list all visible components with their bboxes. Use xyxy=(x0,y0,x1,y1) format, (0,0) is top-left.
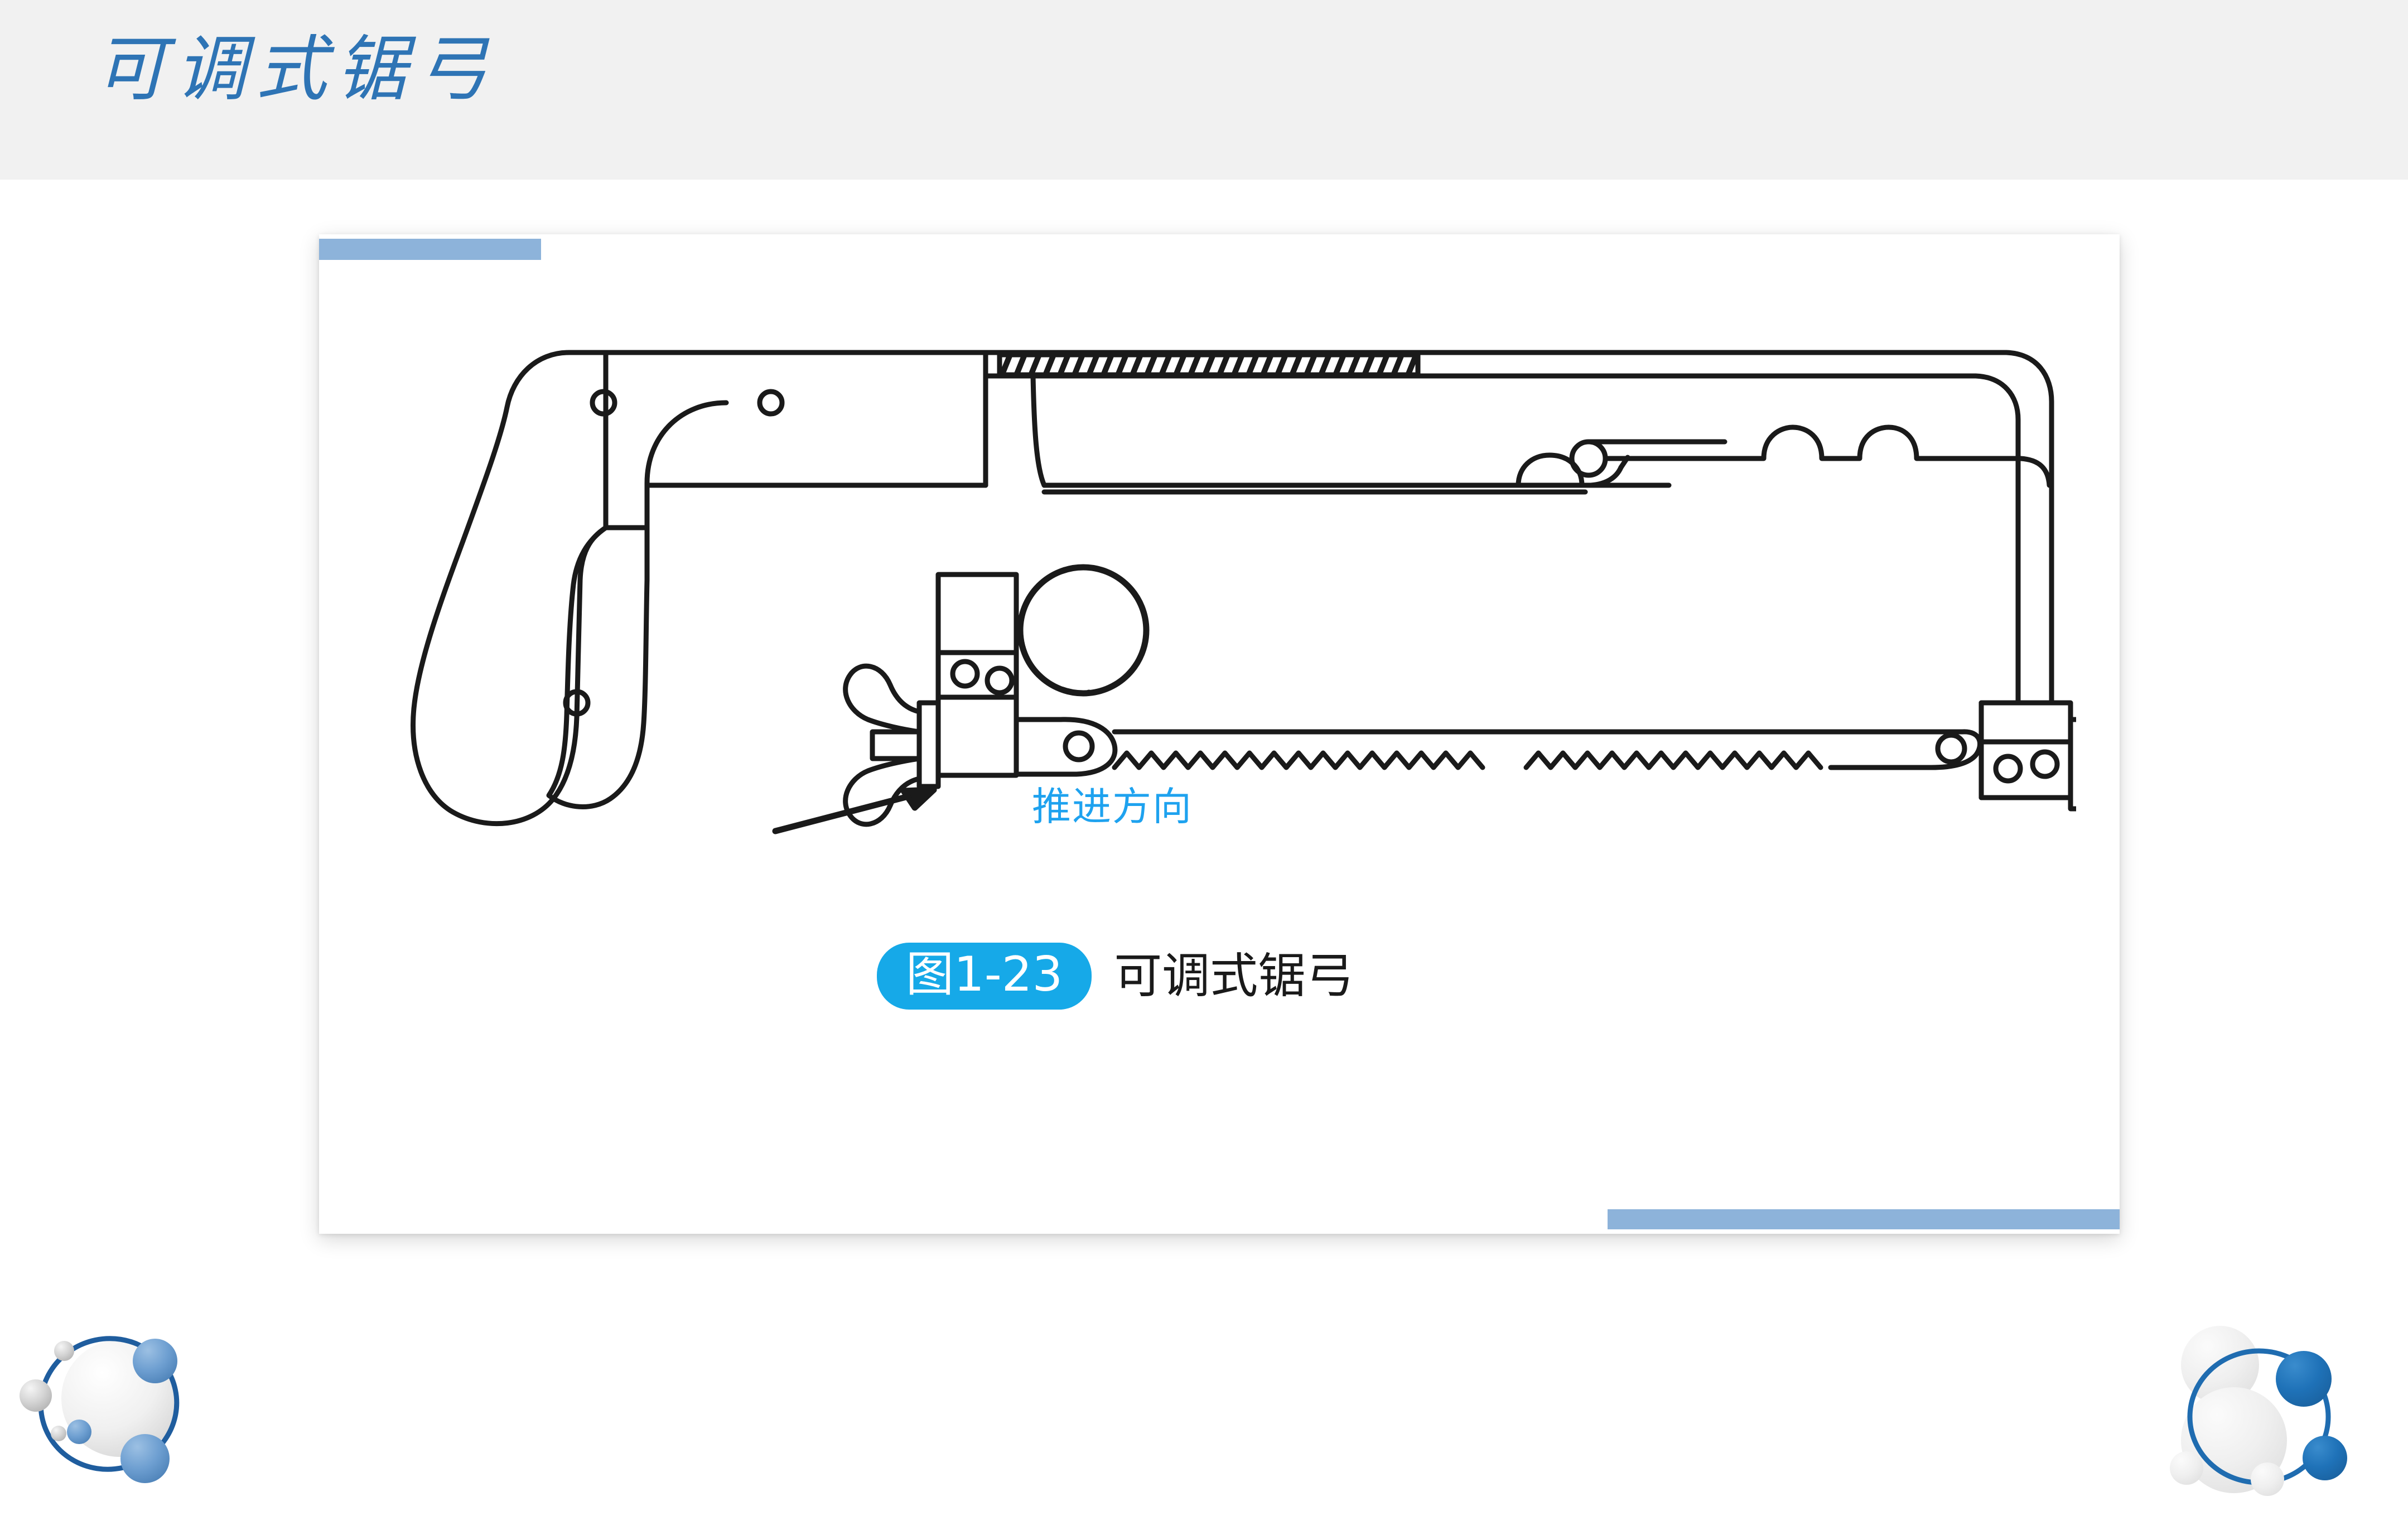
figure-caption-text: 可调式锯弓 xyxy=(1114,948,1354,1004)
molecule-bubbles-left-icon xyxy=(6,1301,240,1535)
header-bar: 可调式锯弓 xyxy=(0,0,2408,180)
slide-stage: 推进方向 图1-23 可调式锯弓 xyxy=(0,180,2408,1496)
adjustable-hacksaw-illustration xyxy=(369,318,2076,887)
figure-caption: 图1-23 可调式锯弓 xyxy=(877,943,1354,1010)
card-bottom-accent-bar xyxy=(1608,1209,2120,1229)
molecule-bubbles-right-icon xyxy=(2164,1290,2408,1534)
direction-label: 推进方向 xyxy=(1032,784,1193,829)
content-card: 推进方向 图1-23 可调式锯弓 xyxy=(319,234,2120,1234)
page-title: 可调式锯弓 xyxy=(95,28,497,111)
card-top-accent-bar xyxy=(319,239,541,260)
figure-number-badge: 图1-23 xyxy=(877,943,1092,1010)
